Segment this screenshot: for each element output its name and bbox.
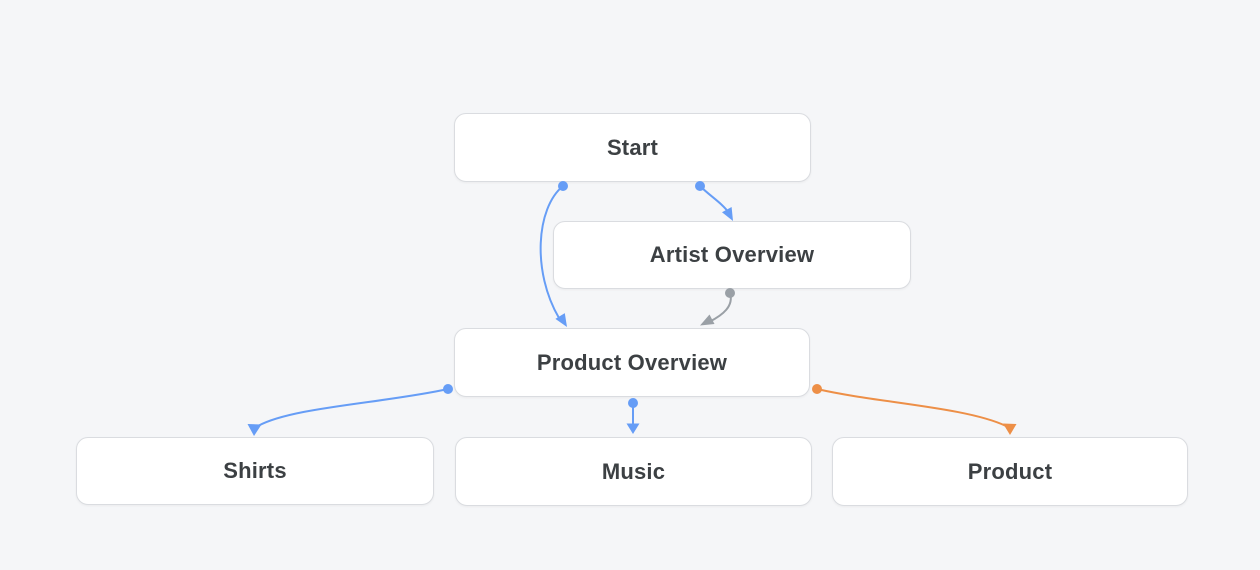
node-music-label: Music [601, 458, 666, 484]
edge-arrowhead-icon [555, 313, 567, 327]
edge-line [708, 292, 732, 323]
node-product-label: Product [967, 458, 1053, 484]
node-shirts[interactable]: Shirts [76, 437, 434, 505]
edge-artist-overview-to-product-overview [700, 288, 735, 326]
edge-source-dot [558, 181, 568, 191]
edge-source-dot [812, 384, 822, 394]
node-shirts-label: Shirts [223, 458, 287, 483]
edge-arrowhead-icon [626, 423, 640, 434]
edge-product-overview-to-shirts [247, 384, 453, 436]
edge-arrowhead-icon [247, 424, 262, 436]
edge-arrowhead-icon [700, 314, 715, 326]
node-product-overview-label: Product Overview [536, 349, 728, 375]
edge-line [257, 388, 449, 427]
node-start[interactable]: Start [454, 113, 811, 182]
node-product-overview[interactable]: Product Overview [454, 328, 810, 397]
node-start-label: Start [606, 134, 659, 160]
edge-source-dot [443, 384, 453, 394]
edge-source-dot [725, 288, 735, 298]
node-product[interactable]: Product [832, 437, 1188, 506]
edge-product-overview-to-product [812, 384, 1017, 435]
node-artist-overview[interactable]: Artist Overview [553, 221, 911, 289]
edge-arrowhead-icon [722, 207, 733, 221]
edge-line [816, 388, 1007, 427]
node-music[interactable]: Music [455, 437, 812, 506]
edge-source-dot [695, 181, 705, 191]
edge-start-to-artist-overview [695, 181, 733, 221]
edge-line [699, 185, 730, 214]
edge-product-overview-to-music [626, 398, 640, 434]
edge-source-dot [628, 398, 638, 408]
node-artist-overview-label: Artist Overview [649, 242, 815, 267]
edge-arrowhead-icon [1003, 423, 1017, 435]
